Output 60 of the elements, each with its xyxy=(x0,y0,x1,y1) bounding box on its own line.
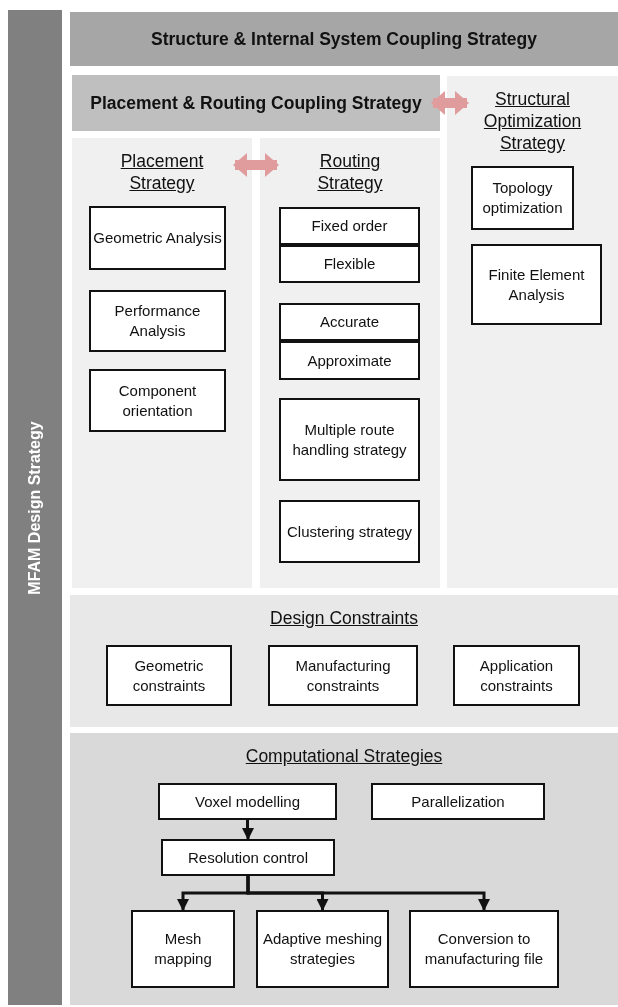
process-box xyxy=(89,369,226,432)
heading-band xyxy=(72,75,440,131)
double-arrow xyxy=(431,91,469,115)
process-box xyxy=(256,910,389,988)
process-box xyxy=(279,341,420,380)
box-label: Parallelization xyxy=(411,791,505,812)
group-panel xyxy=(72,138,252,588)
box-label: Geometric Analysis xyxy=(93,228,222,248)
heading: Structure & Internal System Coupling Strategy xyxy=(150,28,537,51)
box-label: Application constraints xyxy=(478,655,555,696)
group-panel xyxy=(70,595,618,727)
box-label: Performance Analysis xyxy=(113,301,202,341)
arrow xyxy=(246,876,490,911)
box-label: Geometric constraints xyxy=(131,655,207,696)
process-box xyxy=(161,839,335,876)
panel-heading: Structural Optimization Strategy xyxy=(482,88,583,154)
group-panel xyxy=(260,138,440,588)
panel-heading: Routing Strategy xyxy=(316,150,384,194)
group-panel xyxy=(70,733,618,1005)
panel-heading: Computational Strategies xyxy=(244,745,444,767)
heading: Placement & Routing Coupling Strategy xyxy=(90,92,422,115)
box-label: Conversion to manufacturing file xyxy=(423,929,545,969)
process-box xyxy=(89,290,226,352)
process-box xyxy=(279,303,420,341)
box-label: Approximate xyxy=(307,350,392,371)
heading-band xyxy=(70,12,618,66)
process-box xyxy=(279,398,420,481)
process-box xyxy=(371,783,545,820)
process-box xyxy=(279,500,420,563)
process-box xyxy=(89,206,226,270)
process-box xyxy=(453,645,580,706)
process-box xyxy=(409,910,559,988)
process-box xyxy=(279,207,420,245)
process-box xyxy=(131,910,235,988)
panel-heading: Placement Strategy xyxy=(119,150,205,194)
double-arrow xyxy=(233,153,279,177)
box-label: Accurate xyxy=(319,312,380,332)
process-box xyxy=(268,645,418,706)
side-banner xyxy=(8,10,62,1005)
box-label: Fixed order xyxy=(311,216,388,236)
box-label: Mesh mapping xyxy=(153,929,213,969)
process-box xyxy=(106,645,232,706)
process-box xyxy=(158,783,337,820)
process-box xyxy=(279,245,420,283)
panel-heading: Design Constraints xyxy=(269,607,419,629)
box-label: Resolution control xyxy=(187,847,309,868)
box-label: Flexible xyxy=(323,254,376,274)
process-box xyxy=(471,166,574,230)
process-box xyxy=(471,244,602,325)
box-label: Topology optimization xyxy=(481,178,564,218)
arrow xyxy=(242,820,254,840)
group-panel xyxy=(447,76,618,588)
box-label: Manufacturing constraints xyxy=(294,655,392,696)
box-label: Clustering strategy xyxy=(286,521,413,542)
heading: MFAM Design Strategy xyxy=(26,420,44,595)
box-label: Multiple route handling strategy xyxy=(291,419,408,460)
box-label: Voxel modelling xyxy=(194,791,301,812)
box-label: Finite Element Analysis xyxy=(487,264,586,305)
box-label: Adaptive meshing strategies xyxy=(261,929,384,969)
box-label: Component orientation xyxy=(117,380,198,421)
